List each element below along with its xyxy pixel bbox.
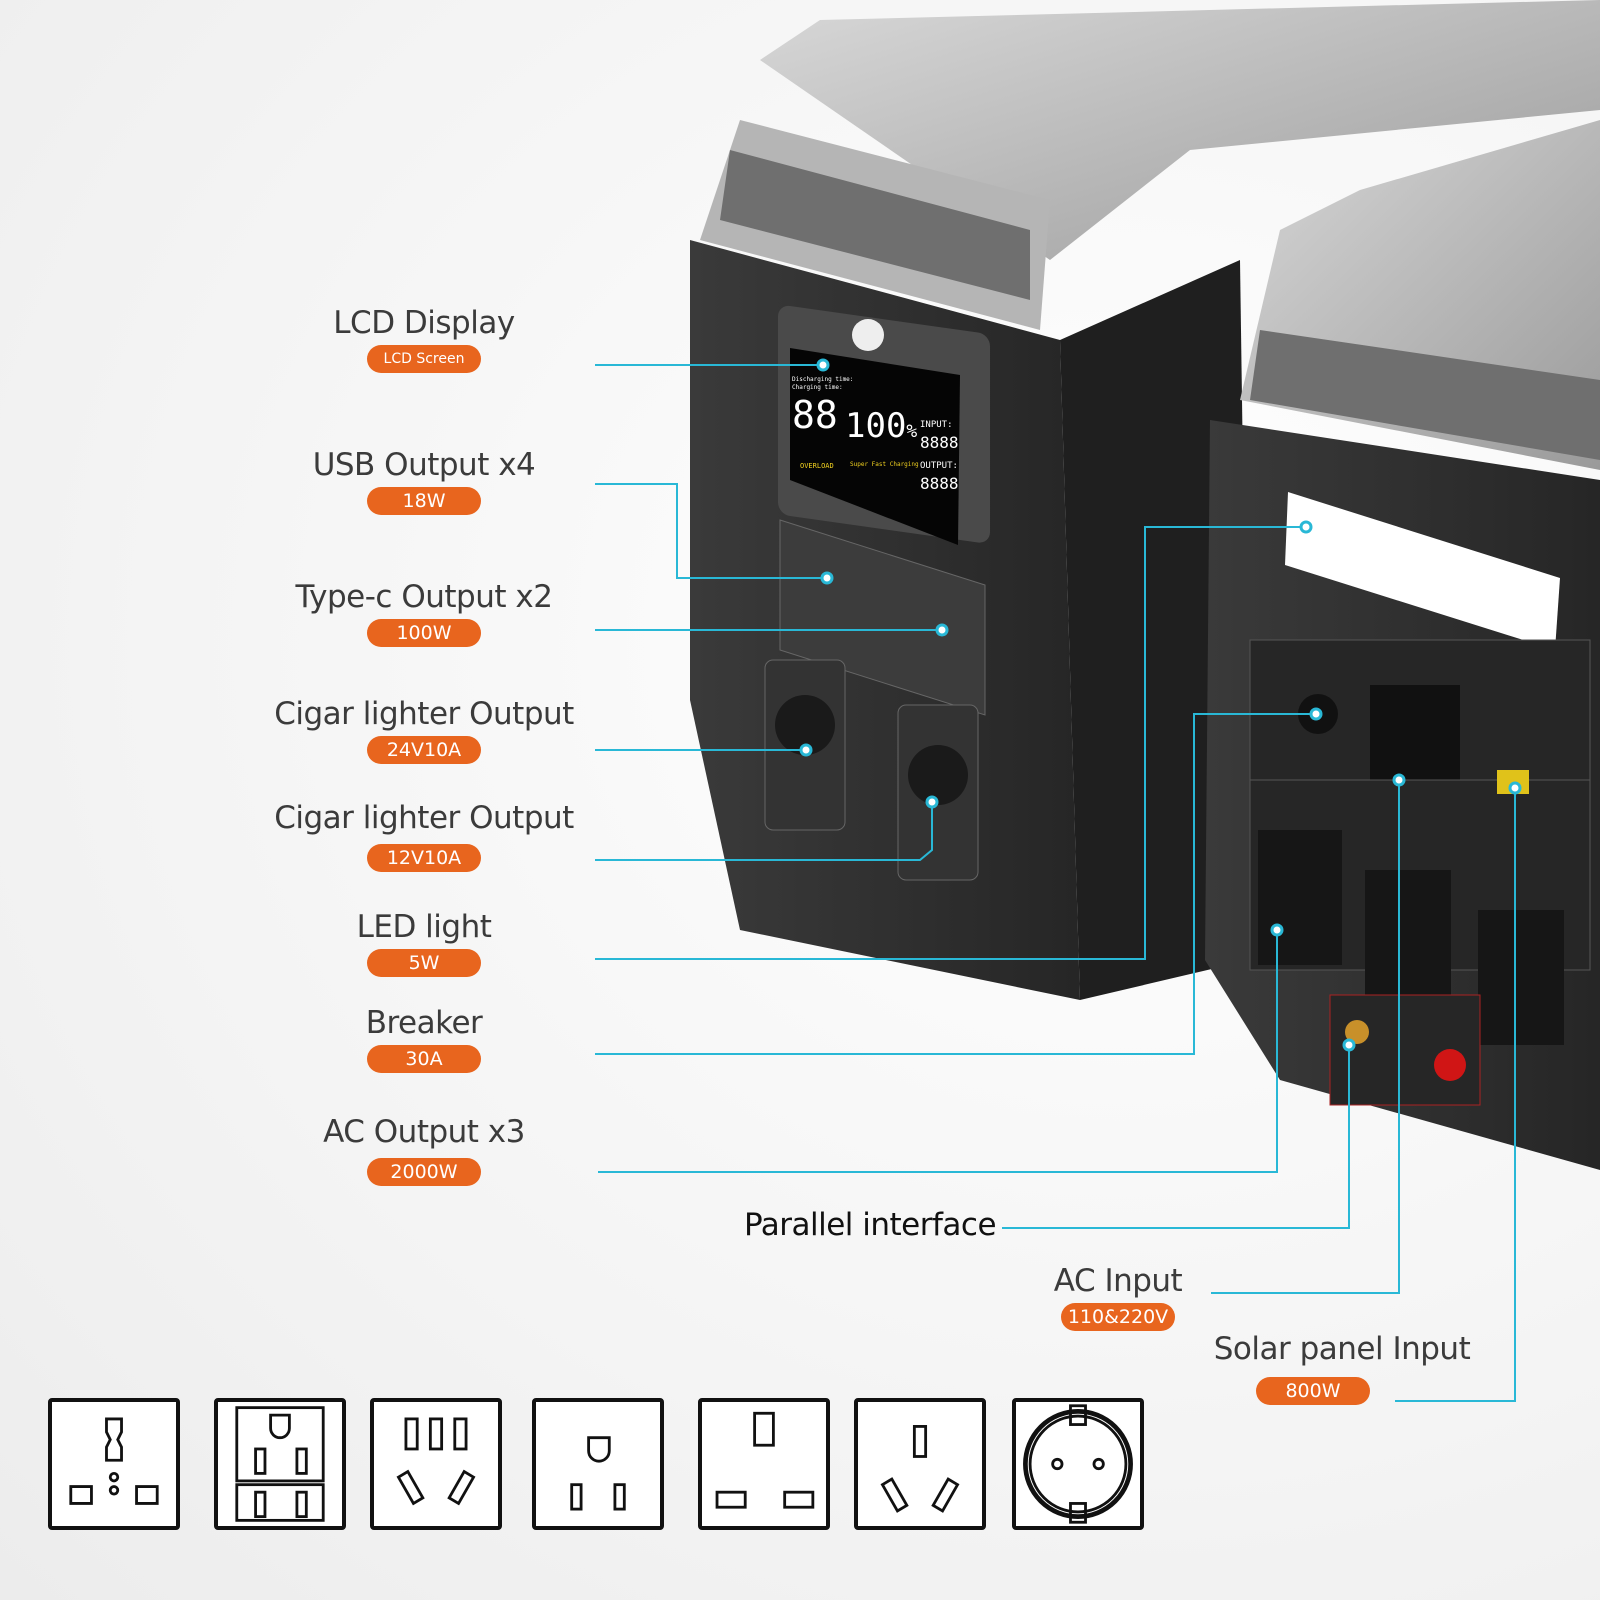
callout-badge: 110&220V	[1061, 1303, 1175, 1331]
callout-title: Cigar lighter Output	[274, 696, 574, 732]
lcd-battery-readout: 100 %	[845, 406, 918, 446]
callout-badge: 2000W	[367, 1158, 481, 1186]
leader-lines	[595, 364, 1516, 1402]
callout-ac-output: AC Output x3 2000W	[224, 1114, 624, 1186]
au-socket-icon	[854, 1398, 986, 1530]
lcd-output-label: OUTPUT:	[920, 461, 958, 471]
lcd-input-watts: 8888	[920, 433, 959, 452]
lcd-time-digits: 88	[792, 393, 838, 437]
callout-breaker: Breaker 30A	[224, 1005, 624, 1073]
lcd-output-watts: 8888	[920, 474, 959, 493]
callout-solar-input: Solar panel Input 800W	[1142, 1331, 1542, 1405]
callout-title: Cigar lighter Output	[274, 800, 574, 836]
us-double-socket-icon	[214, 1398, 346, 1530]
callout-title: USB Output x4	[312, 447, 536, 483]
callout-title: AC Output x3	[323, 1114, 525, 1150]
callout-cigar-12v: Cigar lighter Output 12V10A	[224, 800, 624, 872]
callout-usb-output: USB Output x4 18W	[224, 447, 624, 515]
callout-led-light: LED light 5W	[224, 909, 624, 977]
lcd-overload: OVERLOAD	[800, 462, 834, 470]
callout-badge: 18W	[367, 487, 481, 515]
au-triple-socket-icon	[370, 1398, 502, 1530]
callout-title: Solar panel Input	[1213, 1331, 1471, 1367]
callout-title: LCD Display	[333, 305, 515, 341]
lcd-percent-sign: %	[906, 421, 918, 442]
lcd-charging-label: Charging time:	[792, 384, 843, 391]
eu-schuko-socket-icon	[1012, 1398, 1144, 1530]
us-socket-icon	[532, 1398, 664, 1530]
lcd-input-label: INPUT:	[920, 420, 953, 430]
callout-typec-output: Type-c Output x2 100W	[224, 579, 624, 647]
callout-badge: 800W	[1256, 1377, 1370, 1405]
callout-ac-input: AC Input 110&220V	[918, 1263, 1318, 1331]
callout-badge: 30A	[367, 1045, 481, 1073]
callout-badge: 100W	[367, 619, 481, 647]
callout-title: Breaker	[365, 1005, 483, 1041]
uk-socket-icon	[698, 1398, 830, 1530]
callout-badge: LCD Screen	[367, 345, 481, 373]
callout-title: LED light	[356, 909, 492, 945]
callout-cigar-24v: Cigar lighter Output 24V10A	[224, 696, 624, 764]
callout-badge: 5W	[367, 949, 481, 977]
lcd-fast-charge: Super Fast Charging	[850, 461, 919, 468]
lcd-discharging-label: Discharging time:	[792, 376, 854, 383]
callout-lcd-display: LCD Display LCD Screen	[224, 305, 624, 373]
universal-socket-icon	[48, 1398, 180, 1530]
second-unit	[1205, 120, 1600, 1170]
callout-badge: 24V10A	[367, 736, 481, 764]
main-unit	[690, 0, 1600, 1000]
callout-title: Parallel interface	[743, 1207, 997, 1243]
callout-title: AC Input	[1053, 1263, 1183, 1299]
callout-dots	[799, 358, 1522, 1052]
lcd-battery-percent: 100	[845, 406, 907, 446]
callout-badge: 12V10A	[367, 844, 481, 872]
callout-parallel-interface: Parallel interface	[670, 1207, 1070, 1243]
callout-title: Type-c Output x2	[295, 579, 553, 615]
